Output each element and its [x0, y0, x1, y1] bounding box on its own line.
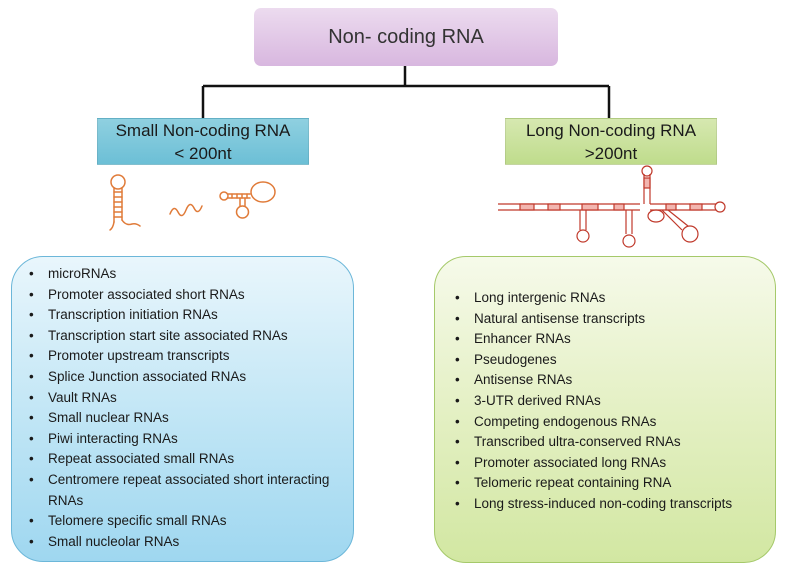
list-item: Telomeric repeat containing RNA [455, 473, 755, 494]
small-ncrna-header: Small Non-coding RNA < 200nt [97, 118, 309, 165]
long-ncrna-title: Long Non-coding RNA [525, 120, 697, 140]
small-ncrna-title: Small Non-coding RNA [115, 120, 291, 140]
list-item: Vault RNAs [29, 388, 347, 409]
root-label: Non- coding RNA [328, 25, 484, 48]
list-item: microRNAs [29, 264, 347, 285]
list-item: Competing endogenous RNAs [455, 412, 755, 433]
list-item: Antisense RNAs [455, 370, 755, 391]
list-item: Piwi interacting RNAs [29, 429, 347, 450]
list-item: Natural antisense transcripts [455, 309, 755, 330]
long-ncrna-list: Long intergenic RNAs Natural antisense t… [455, 288, 755, 515]
list-item: Long intergenic RNAs [455, 288, 755, 309]
small-ncrna-list: microRNAs Promoter associated short RNAs… [29, 264, 347, 552]
list-item: Enhancer RNAs [455, 329, 755, 350]
list-item: Long stress-induced non-coding transcrip… [455, 494, 755, 515]
list-item: Transcription start site associated RNAs [29, 326, 347, 347]
list-item: Small nuclear RNAs [29, 408, 347, 429]
long-ncrna-size: >200nt [584, 143, 638, 163]
long-rna-structure-icon [498, 165, 726, 248]
list-item: Promoter associated long RNAs [455, 453, 755, 474]
list-item: Splice Junction associated RNAs [29, 367, 347, 388]
list-item: Centromere repeat associated short inter… [29, 470, 347, 511]
root-node: Non- coding RNA [254, 8, 558, 66]
list-item: Pseudogenes [455, 350, 755, 371]
list-item: 3-UTR derived RNAs [455, 391, 755, 412]
list-item: Promoter associated short RNAs [29, 285, 347, 306]
small-ncrna-size: < 200nt [174, 143, 232, 163]
list-item: Small nucleolar RNAs [29, 532, 347, 553]
long-ncrna-header: Long Non-coding RNA >200nt [505, 118, 717, 165]
list-item: Telomere specific small RNAs [29, 511, 347, 532]
list-item: Transcribed ultra-conserved RNAs [455, 432, 755, 453]
list-item: Promoter upstream transcripts [29, 346, 347, 367]
list-item: Repeat associated small RNAs [29, 449, 347, 470]
small-rna-structures-icon [109, 174, 276, 231]
list-item: Transcription initiation RNAs [29, 305, 347, 326]
